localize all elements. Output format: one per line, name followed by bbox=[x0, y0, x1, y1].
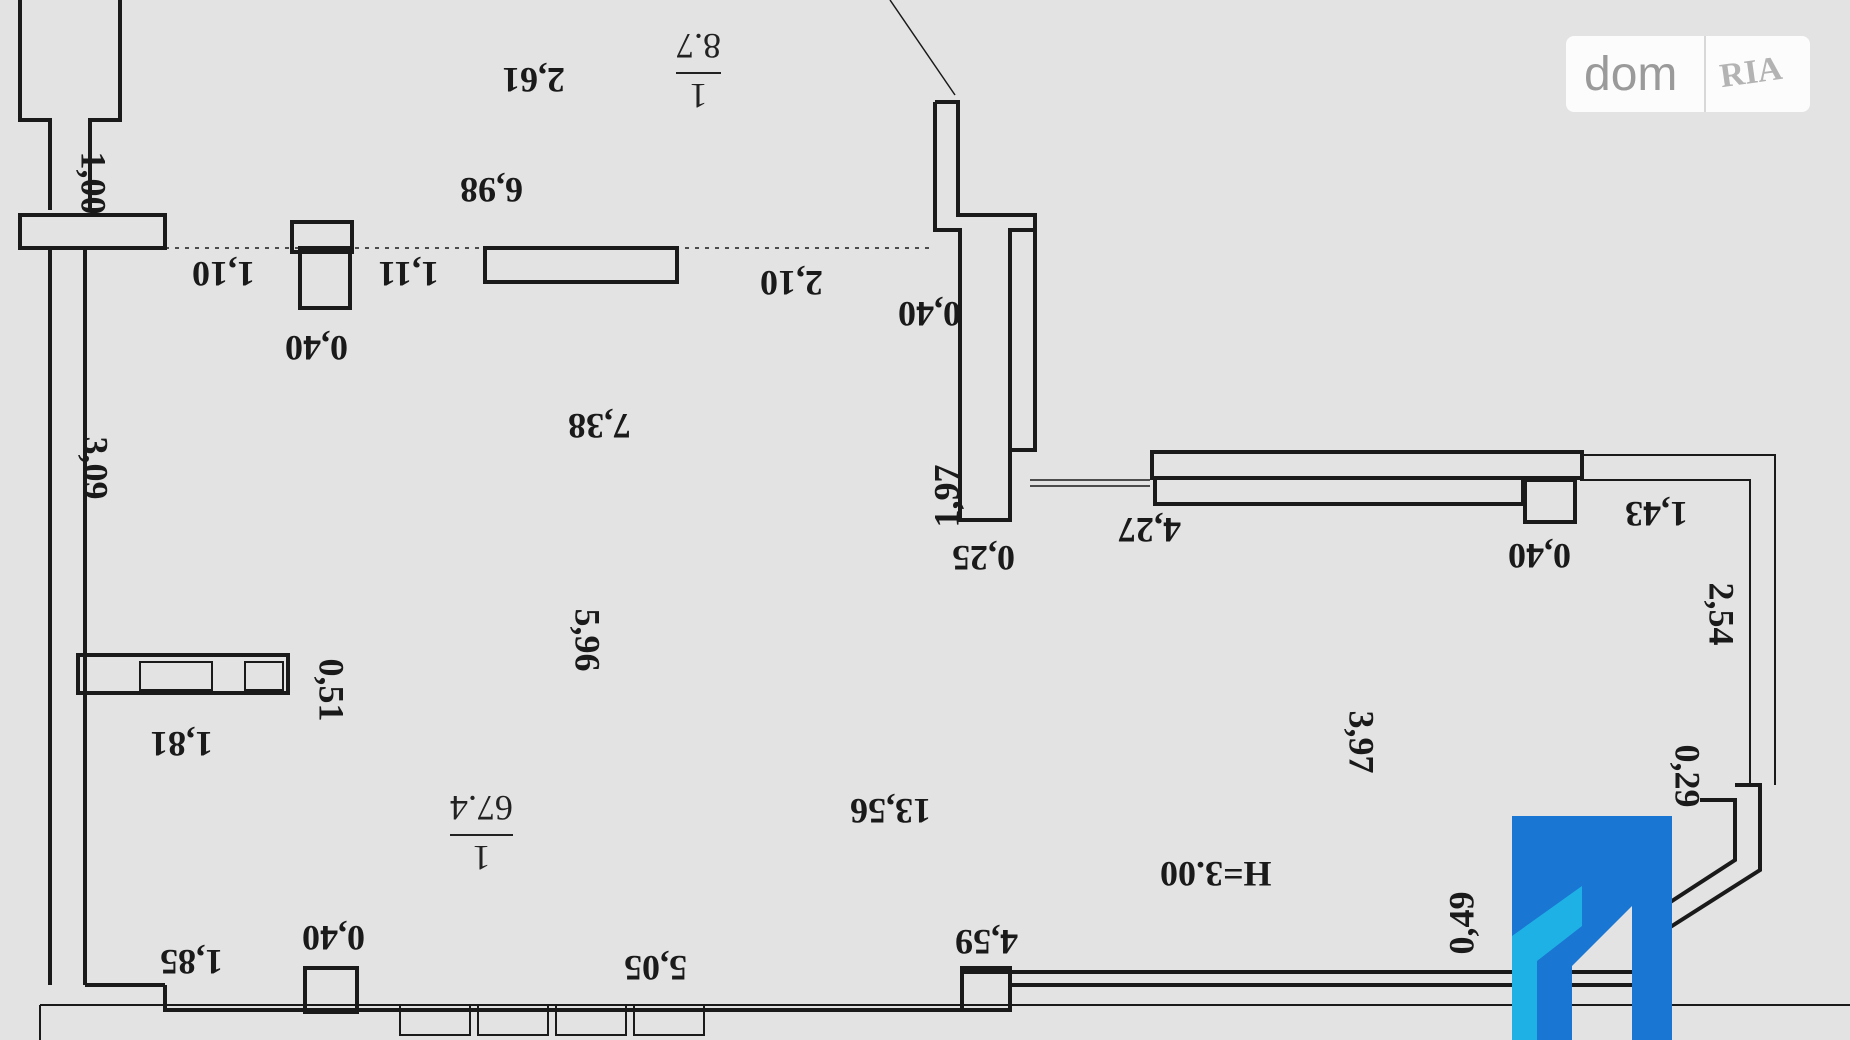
watermark-brand: dom bbox=[1584, 47, 1678, 101]
dom-ria-watermark: dom RIA bbox=[1566, 36, 1810, 112]
dim-0-40-corridor: 0,40 bbox=[898, 294, 961, 334]
window-right-frame bbox=[1580, 454, 1776, 785]
agency-logo-icon bbox=[1512, 816, 1672, 1040]
kitchen-counter bbox=[76, 653, 290, 695]
dim-4-27: 4,27 bbox=[1118, 510, 1181, 550]
dim-0-40-column: 0,40 bbox=[285, 328, 348, 368]
dim-5-96: 5,96 bbox=[567, 608, 608, 672]
dim-1-00: 1,00 bbox=[73, 151, 114, 215]
height-label: H=3.00 bbox=[1160, 854, 1272, 894]
dim-13-56: 13,56 bbox=[850, 791, 931, 831]
balcony-wall bbox=[1150, 450, 1584, 480]
room-area: 8.7 bbox=[676, 26, 721, 66]
column-right bbox=[1523, 478, 1577, 524]
dim-1-81: 1,81 bbox=[150, 724, 213, 764]
dim-5-05: 5,05 bbox=[624, 948, 687, 988]
watermark-ria: RIA bbox=[1717, 49, 1785, 96]
sink bbox=[139, 661, 213, 691]
dim-1-43: 1,43 bbox=[1625, 494, 1688, 534]
wall-left-main bbox=[48, 248, 87, 985]
dim-3-97: 3,97 bbox=[1341, 710, 1382, 774]
column-bottom-left bbox=[303, 966, 359, 1014]
dim-7-38: 7,38 bbox=[568, 406, 631, 446]
dim-1-10: 1,10 bbox=[192, 254, 255, 294]
dim-1-97: 1,97 bbox=[926, 464, 967, 528]
column-bottom-mid bbox=[960, 966, 1012, 1012]
leader-line bbox=[889, 0, 956, 96]
wall-left-junction bbox=[18, 213, 167, 250]
dim-2-61: 2,61 bbox=[502, 60, 565, 100]
wall-central bbox=[933, 100, 1037, 522]
dim-0-40-bottom: 0,40 bbox=[302, 918, 365, 958]
dim-0-51: 0,51 bbox=[311, 658, 352, 722]
room-number: 1 bbox=[676, 72, 721, 116]
column-block bbox=[298, 246, 352, 310]
room-label-main: 1 67.4 bbox=[450, 788, 513, 878]
dim-3-09: 3,09 bbox=[75, 436, 116, 500]
room-area: 67.4 bbox=[450, 788, 513, 828]
wall-left-upper bbox=[18, 0, 122, 210]
dim-6-98: 6,98 bbox=[460, 170, 523, 210]
wall-block-small bbox=[290, 220, 354, 254]
wall-segment-top bbox=[483, 246, 679, 284]
dim-4-59: 4,59 bbox=[955, 922, 1018, 962]
dim-2-10: 2,10 bbox=[760, 263, 823, 303]
dim-1-85: 1,85 bbox=[160, 942, 223, 982]
dim-0-40-right: 0,40 bbox=[1508, 536, 1571, 576]
stove bbox=[244, 661, 284, 691]
dim-0-29: 0,29 bbox=[1667, 744, 1708, 808]
room-label-small: 1 8.7 bbox=[676, 26, 721, 116]
dim-2-54: 2,54 bbox=[1701, 582, 1742, 646]
dim-0-49: 0,49 bbox=[1441, 891, 1482, 955]
window-top bbox=[1153, 476, 1525, 506]
dim-0-25: 0,25 bbox=[952, 538, 1015, 578]
watermark-divider bbox=[1704, 36, 1706, 112]
dim-1-11: 1,11 bbox=[378, 254, 440, 294]
room-number: 1 bbox=[450, 834, 513, 878]
